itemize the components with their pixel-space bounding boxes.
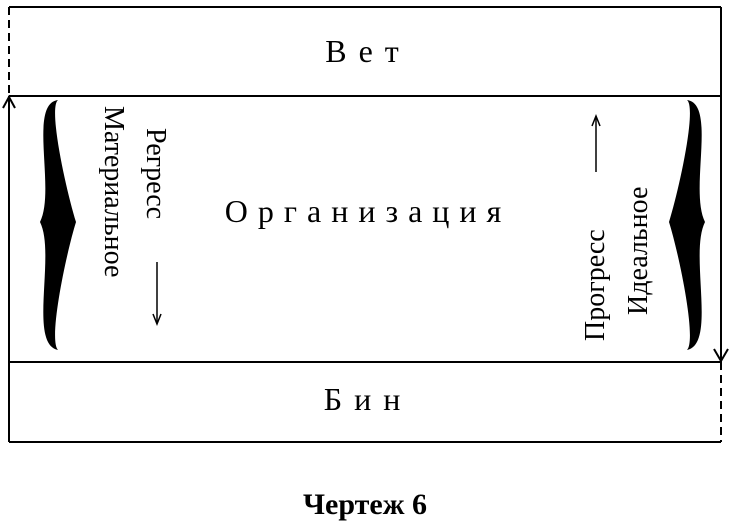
- left-down-arrow-icon: [152, 262, 162, 327]
- right-up-arrow-icon: [591, 113, 601, 172]
- center-label: Организация: [225, 193, 512, 229]
- right-line-2: Идеальное: [623, 187, 654, 315]
- left-line-2: Материальное: [98, 106, 129, 277]
- bottom-label: Бин: [324, 381, 413, 417]
- right-line-1: Прогресс: [580, 229, 611, 341]
- left-brace: [40, 100, 76, 350]
- figure-caption: Чертеж 6: [303, 488, 427, 521]
- right-brace: [669, 100, 705, 350]
- top-label: Вет: [325, 33, 411, 69]
- left-up-arrow-icon: [2, 94, 16, 109]
- right-down-arrow-icon: [713, 348, 729, 363]
- left-line-1: Регресс: [140, 128, 171, 219]
